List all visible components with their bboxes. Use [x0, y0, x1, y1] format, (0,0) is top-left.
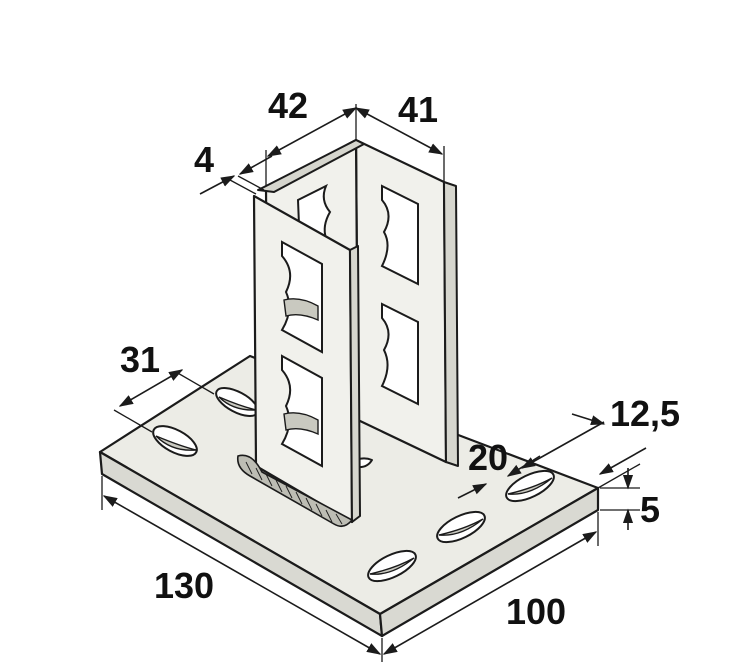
dim-line-20 [506, 455, 541, 477]
dim-label-130: 130 [154, 565, 214, 606]
dim-line-4 [199, 175, 236, 195]
dim-label-5: 5 [640, 489, 660, 530]
dim-line-42 [266, 107, 358, 157]
slot [380, 302, 419, 406]
dim-label-4: 4 [194, 139, 214, 180]
back-wall-slots [380, 184, 419, 406]
dim-line-100 [382, 531, 598, 655]
dim-label-20: 20 [468, 437, 508, 478]
dim-line-31 [118, 369, 184, 407]
slot [380, 184, 419, 286]
slot [280, 354, 323, 468]
post-front-wall-edge [349, 245, 361, 523]
slot [280, 240, 323, 354]
dim-line-130 [102, 495, 382, 655]
dim-label-100: 100 [506, 591, 566, 632]
plate-hole [505, 469, 555, 503]
dimension-lines [101, 104, 647, 662]
dim-label-12-5: 12,5 [610, 393, 680, 434]
post-back-wall [354, 138, 448, 464]
plate-hole [152, 425, 198, 457]
dim-label-31: 31 [120, 339, 160, 380]
dim-line-41 [354, 107, 444, 155]
dim-line-12-5 [520, 421, 605, 469]
front-wall-slots [280, 240, 323, 468]
dim-label-42: 42 [268, 85, 308, 126]
post-back-wall-edge [443, 181, 459, 467]
dimension-labels: 42 41 4 31 12,5 20 5 130 100 [120, 85, 680, 632]
post-front-wall [252, 194, 354, 524]
dim-label-41: 41 [398, 89, 438, 130]
angle-post [236, 138, 459, 528]
